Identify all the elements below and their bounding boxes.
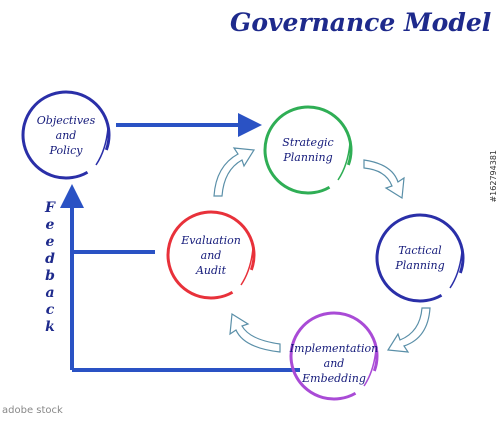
node-label-objectives: Objectives and Policy [36,114,96,157]
feedback-lines [60,113,300,372]
node-evaluation [166,210,256,300]
node-objectives [21,90,111,180]
arrow-strategic-to-tactical [363,159,405,200]
stock-id-watermark: #162794381 [489,150,498,203]
node-label-tactical: Tactical Planning [395,244,445,272]
node-strategic [263,105,353,195]
arrow-evaluation-to-strategic [213,147,256,197]
node-label-strategic: Strategic Planning [282,136,334,164]
stock-logo: adobe stock [2,405,63,416]
feedback-label: Feedback [45,200,55,335]
cycle-arrows [213,147,431,353]
arrow-tactical-to-implementation [386,307,431,353]
node-label-evaluation: Evaluation and Audit [181,234,241,277]
node-label-implementation: Implementation and Embedding [289,342,379,385]
node-implementation [289,311,379,401]
diagram-title: Governance Model [230,8,492,37]
arrow-implementation-to-evaluation [229,312,281,353]
node-tactical [375,213,465,303]
